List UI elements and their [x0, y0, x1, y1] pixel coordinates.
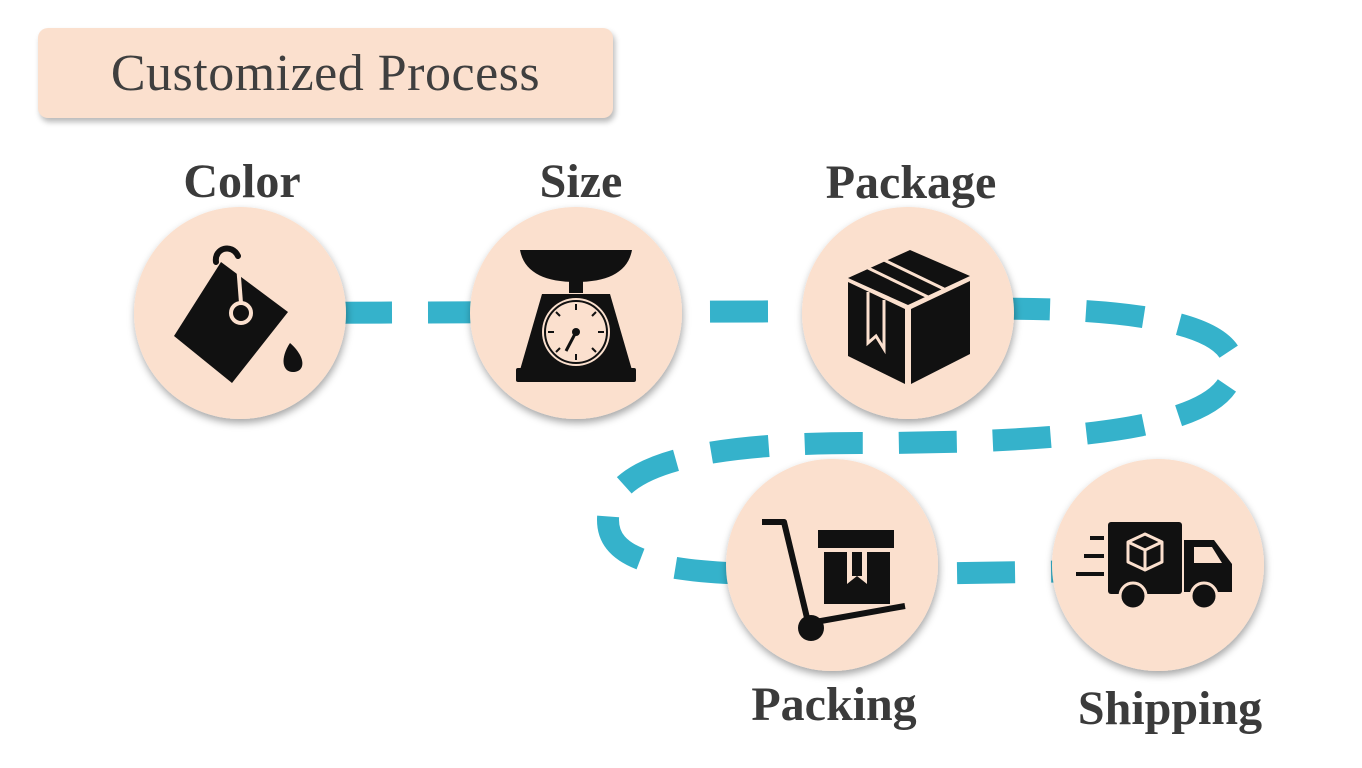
hand-truck-icon: [762, 519, 906, 641]
step-label-size: Size: [540, 155, 623, 208]
step-packing: Packing: [726, 459, 938, 731]
paint-bucket-icon: [174, 245, 303, 383]
step-label-shipping: Shipping: [1078, 682, 1262, 735]
step-package: Package: [802, 156, 1014, 419]
title-banner: Customized Process: [38, 28, 613, 118]
step-label-packing: Packing: [751, 678, 916, 731]
step-circle-package: [802, 207, 1014, 419]
delivery-truck-icon: [1076, 522, 1232, 611]
diagram-title: Customized Process: [110, 44, 541, 102]
dashed-connector-path: [239, 297, 1245, 587]
box-icon: [848, 250, 970, 384]
step-size: Size: [470, 155, 682, 419]
step-label-color: Color: [183, 155, 300, 208]
step-shipping: Shipping: [1052, 459, 1264, 735]
step-color: Color: [134, 155, 346, 419]
step-label-package: Package: [826, 156, 997, 209]
weighing-scale-icon: [516, 250, 636, 382]
